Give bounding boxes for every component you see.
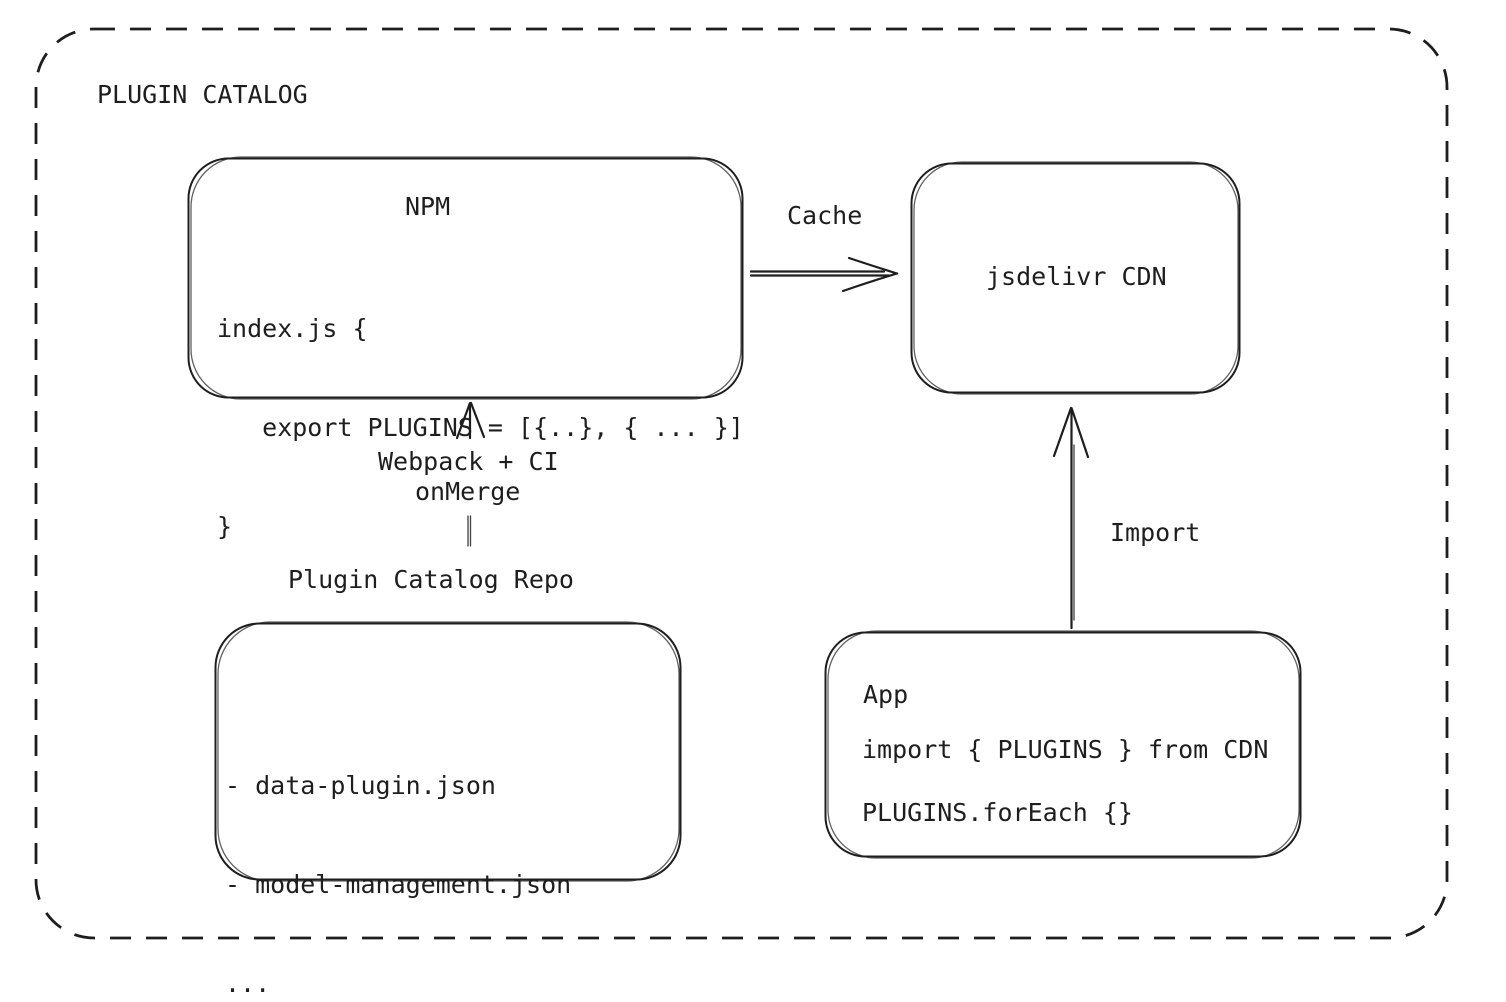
repo-node-shape bbox=[214, 621, 682, 882]
cache-arrow bbox=[749, 256, 899, 293]
npm-code-line: } bbox=[217, 512, 233, 541]
plugin-catalog-boundary bbox=[34, 27, 1449, 940]
npm-code-line: export PLUGINS = [{..}, { ... }] bbox=[217, 413, 744, 442]
build-arrow-label-line1: Webpack + CI bbox=[378, 447, 559, 476]
npm-node-title: NPM bbox=[405, 192, 451, 221]
app-code-line: PLUGINS.forEach {} bbox=[862, 798, 1133, 827]
repo-item: - model-management.json bbox=[225, 870, 572, 899]
repo-item: ... bbox=[225, 969, 271, 998]
import-arrow-label: Import bbox=[1110, 518, 1201, 547]
app-code-line: import { PLUGINS } from CDN bbox=[862, 735, 1269, 764]
npm-code-block: index.js { export PLUGINS = [{..}, { ...… bbox=[217, 246, 744, 609]
repo-item: - data-plugin.json bbox=[225, 771, 496, 800]
repo-item-list: - data-plugin.json - model-management.js… bbox=[225, 703, 571, 1002]
cdn-node-shape bbox=[910, 161, 1241, 395]
build-connector-line bbox=[467, 515, 472, 547]
npm-code-line: index.js { bbox=[217, 314, 368, 343]
build-arrow bbox=[455, 401, 486, 440]
npm-node-shape bbox=[187, 156, 744, 400]
repo-node-label: Plugin Catalog Repo bbox=[288, 565, 574, 594]
build-arrow-label-line2: onMerge bbox=[415, 477, 521, 506]
diagram-title: PLUGIN CATALOG bbox=[97, 80, 308, 109]
cache-arrow-label: Cache bbox=[787, 201, 863, 230]
cdn-node-label: jsdelivr CDN bbox=[986, 262, 1167, 291]
app-node-shape bbox=[824, 630, 1302, 859]
import-arrow bbox=[1052, 406, 1090, 630]
app-node-title: App bbox=[863, 680, 909, 709]
